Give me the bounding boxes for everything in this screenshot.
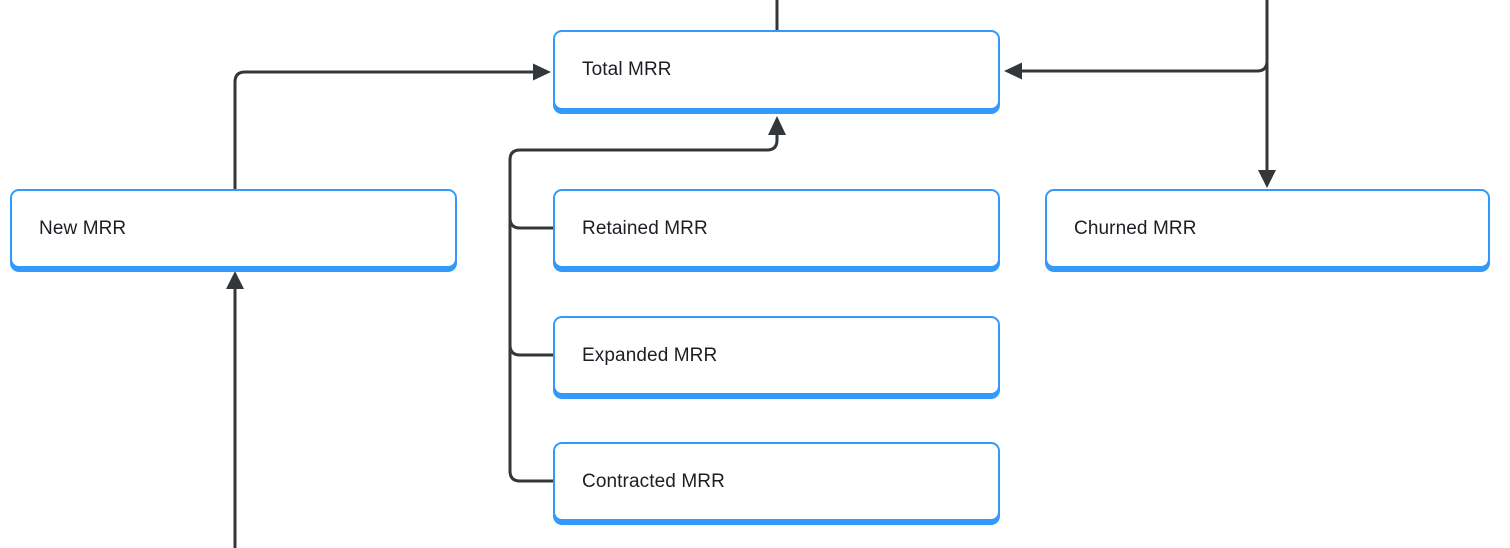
edge-new-to-total[interactable] [233, 63, 551, 190]
node-label-new-mrr: New MRR [39, 217, 127, 239]
arrowhead-left-icon [1004, 62, 1022, 80]
node-churned-mrr[interactable]: Churned MRR [1045, 189, 1490, 268]
node-contracted-mrr[interactable]: Contracted MRR [553, 442, 1000, 521]
edge-top-to-churned[interactable] [1258, 0, 1276, 188]
edge-bottom-to-new[interactable] [226, 271, 244, 548]
arrowhead-down-icon [1258, 170, 1276, 188]
node-expanded-mrr[interactable]: Expanded MRR [553, 316, 1000, 395]
node-label-contracted-mrr: Contracted MRR [582, 470, 725, 492]
node-total-mrr[interactable]: Total MRR [553, 30, 1000, 110]
node-retained-mrr[interactable]: Retained MRR [553, 189, 1000, 268]
edge-trunk-to-total[interactable] [508, 116, 786, 483]
node-new-mrr[interactable]: New MRR [10, 189, 457, 268]
arrowhead-right-icon [533, 63, 551, 81]
node-label-retained-mrr: Retained MRR [582, 217, 708, 239]
edge-branch-to-total[interactable] [1004, 60, 1269, 80]
node-label-expanded-mrr: Expanded MRR [582, 344, 718, 366]
arrowhead-up-icon [226, 271, 244, 289]
node-label-total-mrr: Total MRR [582, 59, 672, 80]
node-label-churned-mrr: Churned MRR [1074, 217, 1197, 239]
arrowhead-up-icon [768, 116, 786, 135]
